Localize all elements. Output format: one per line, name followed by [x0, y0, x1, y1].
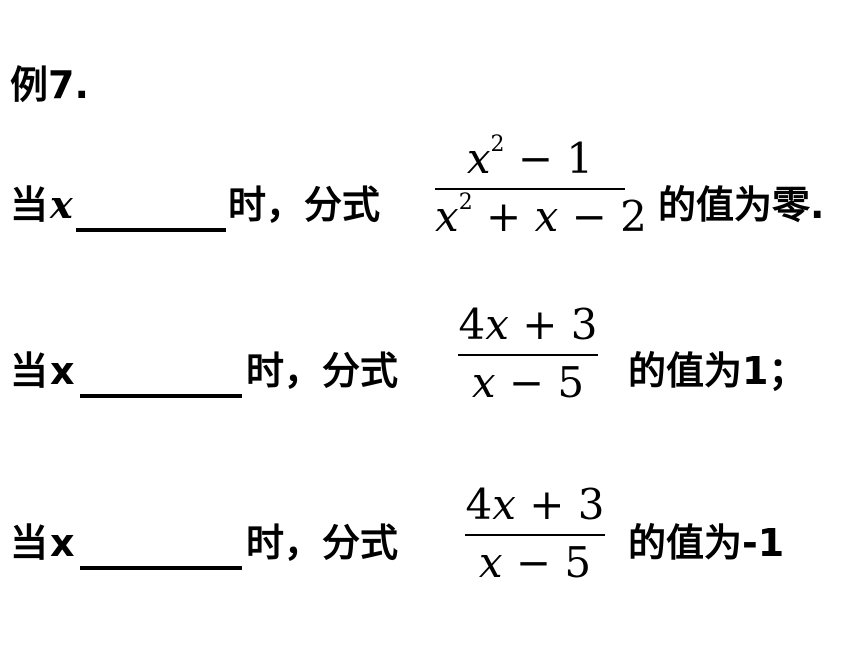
problem-1-fraction: x2 − 1 x2 + x − 2 — [435, 132, 647, 241]
problem-1-denominator: x2 + x − 2 — [435, 190, 647, 241]
problem-3-denominator: x − 5 — [478, 538, 592, 587]
problem-3-numerator: 4x + 3 — [465, 480, 605, 529]
problem-2-variable: x — [50, 349, 75, 393]
problem-2-numerator: 4x + 3 — [458, 300, 598, 349]
example-title: 例7. — [10, 63, 89, 107]
problem-2-fraction-bar — [458, 354, 598, 356]
problem-3-variable: x — [50, 521, 75, 565]
problem-1: 当 x 时，分式 x2 − 1 x2 + x − 2 的值为零. — [10, 132, 860, 258]
problem-3-suffix: 的值为-1 — [628, 521, 785, 565]
problem-1-numerator: x2 − 1 — [466, 132, 594, 183]
problem-2-fraction: 4x + 3 x − 5 — [458, 304, 598, 404]
problem-2-middle: 时，分式 — [246, 349, 399, 393]
problem-2: 当 x 时，分式 4x + 3 x − 5 的值为1； — [10, 300, 860, 420]
problem-1-suffix: 的值为零. — [658, 183, 825, 227]
problem-1-prefix: 当 — [10, 183, 49, 227]
problem-3-answer-blank[interactable] — [80, 566, 242, 570]
problem-3-prefix: 当 — [10, 521, 49, 565]
problem-1-middle: 时，分式 — [228, 183, 381, 227]
problem-2-prefix: 当 — [10, 349, 49, 393]
problem-3: 当 x 时，分式 4x + 3 x − 5 的值为-1 — [10, 480, 860, 600]
problem-2-answer-blank[interactable] — [80, 394, 242, 398]
problem-3-middle: 时，分式 — [246, 521, 399, 565]
problem-2-suffix: 的值为1； — [628, 349, 807, 393]
problem-1-variable: x — [50, 182, 73, 227]
problem-2-denominator: x − 5 — [471, 358, 585, 407]
problem-1-fraction-bar — [435, 188, 625, 190]
problem-3-fraction-bar — [465, 534, 605, 536]
problem-3-fraction: 4x + 3 x − 5 — [465, 484, 605, 584]
problem-1-answer-blank[interactable] — [76, 228, 226, 232]
